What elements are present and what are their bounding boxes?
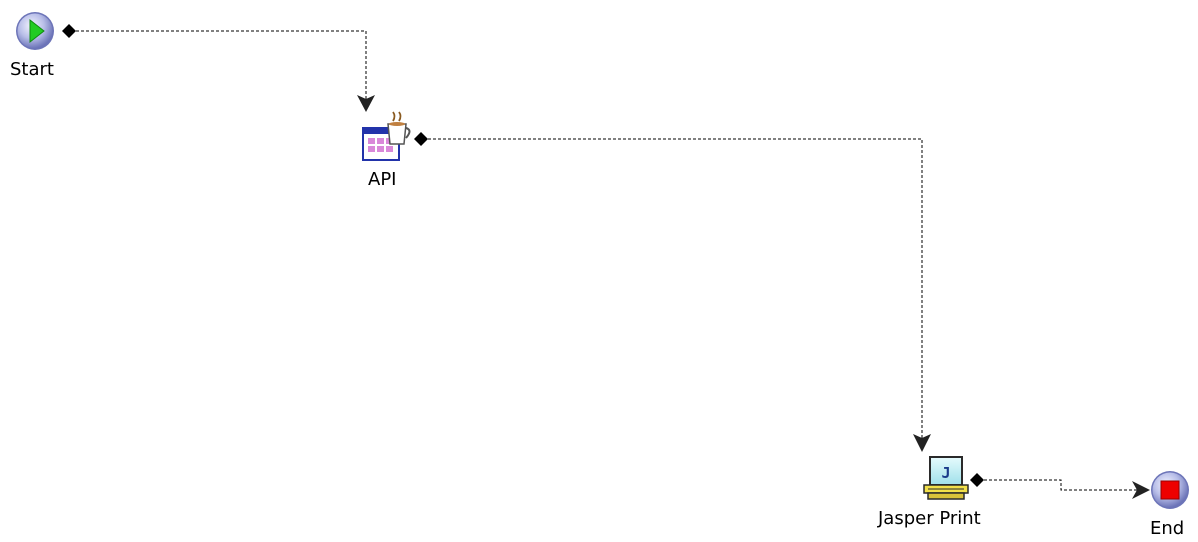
start-port-diamond xyxy=(62,24,76,38)
end-stop-icon[interactable] xyxy=(1151,471,1189,509)
edge-api-to-jasper[interactable] xyxy=(414,132,931,452)
api-label: API xyxy=(368,169,397,190)
edge-jasper-to-end[interactable] xyxy=(970,473,1150,499)
svg-text:J: J xyxy=(941,464,950,482)
edge-start-to-api[interactable] xyxy=(62,24,375,112)
start-play-icon[interactable] xyxy=(16,12,54,50)
api-java-icon[interactable] xyxy=(362,111,411,161)
end-label: End xyxy=(1150,518,1185,539)
jasper-port-diamond xyxy=(970,473,984,487)
start-label: Start xyxy=(10,59,54,80)
api-port-diamond xyxy=(414,132,428,146)
jasper-print-label: Jasper Print xyxy=(878,508,981,529)
jasper-printer-icon[interactable]: J xyxy=(923,456,969,500)
